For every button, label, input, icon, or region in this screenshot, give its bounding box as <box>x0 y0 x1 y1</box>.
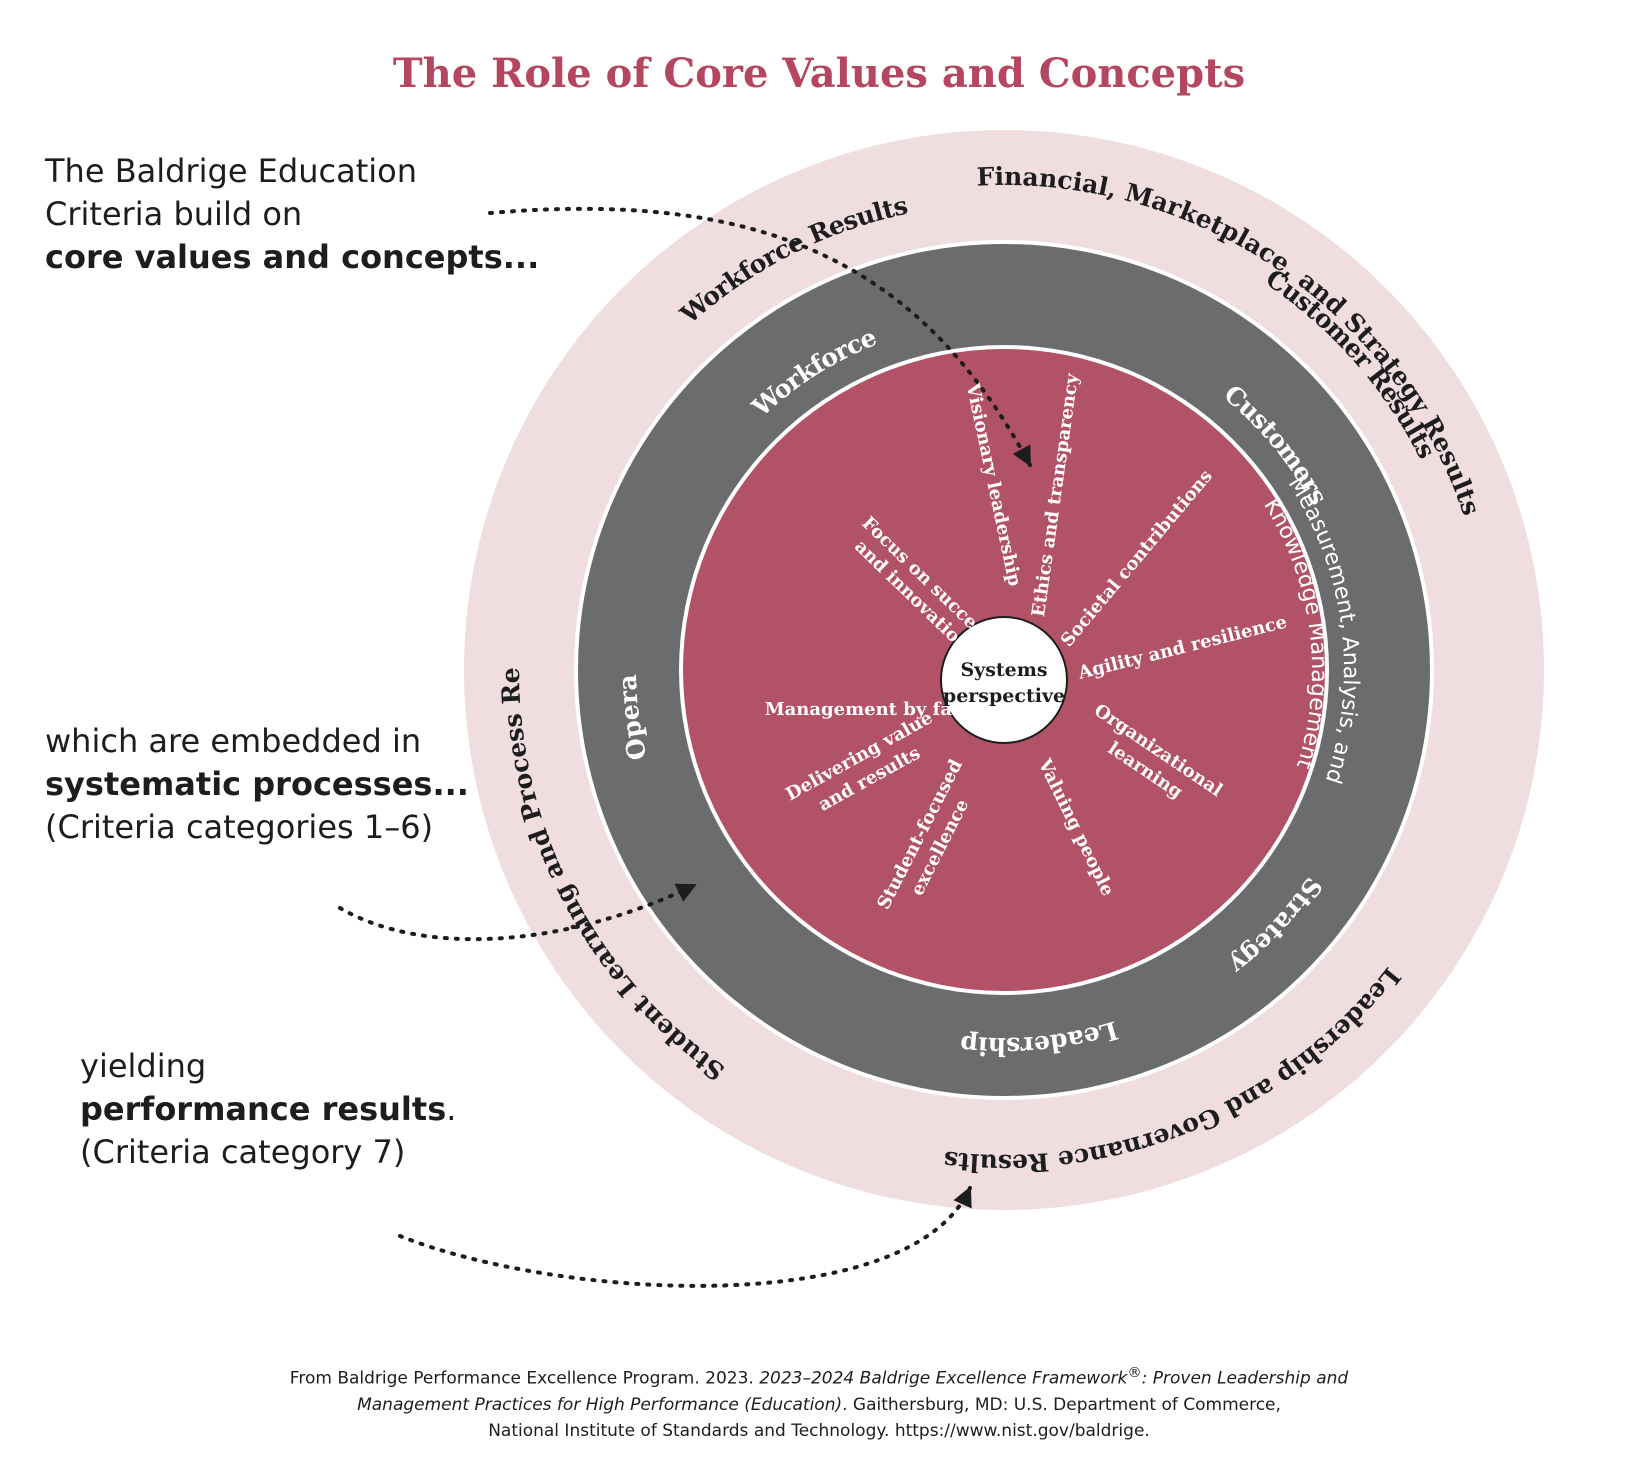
center-label-line1: Systems <box>960 659 1047 681</box>
text-line: yielding <box>80 1047 207 1085</box>
text-line: (Criteria categories 1–6) <box>45 808 434 846</box>
text-line-bold: core values and concepts... <box>45 238 540 276</box>
text-line-bold: performance results. <box>80 1090 457 1128</box>
text-line: (Criteria category 7) <box>80 1133 406 1171</box>
arrow-core-values <box>488 206 1032 467</box>
text-line-bold: systematic processes... <box>45 765 469 803</box>
text-block-results: yielding performance results. (Criteria … <box>80 1045 456 1174</box>
text-line: The Baldrige Education <box>45 152 417 190</box>
center-circle <box>940 616 1068 744</box>
value-management-by-fact: Management by fact <box>765 699 972 720</box>
citation-line2: Management Practices for High Performanc… <box>357 1394 1281 1415</box>
text-line: which are embedded in <box>45 722 422 760</box>
citation-line3: National Institute of Standards and Tech… <box>488 1420 1150 1441</box>
arrow-processes <box>338 883 697 942</box>
citation: From Baldrige Performance Excellence Pro… <box>0 1360 1638 1444</box>
arrow-results <box>398 1186 972 1288</box>
page-title: The Role of Core Values and Concepts <box>392 50 1246 97</box>
center-label-line2: perspective <box>943 685 1065 707</box>
citation-line1: From Baldrige Performance Excellence Pro… <box>289 1365 1349 1389</box>
text-line: Criteria build on <box>45 195 303 233</box>
text-block-processes: which are embedded in systematic process… <box>45 720 469 849</box>
text-block-core-values: The Baldrige Education Criteria build on… <box>45 150 539 279</box>
